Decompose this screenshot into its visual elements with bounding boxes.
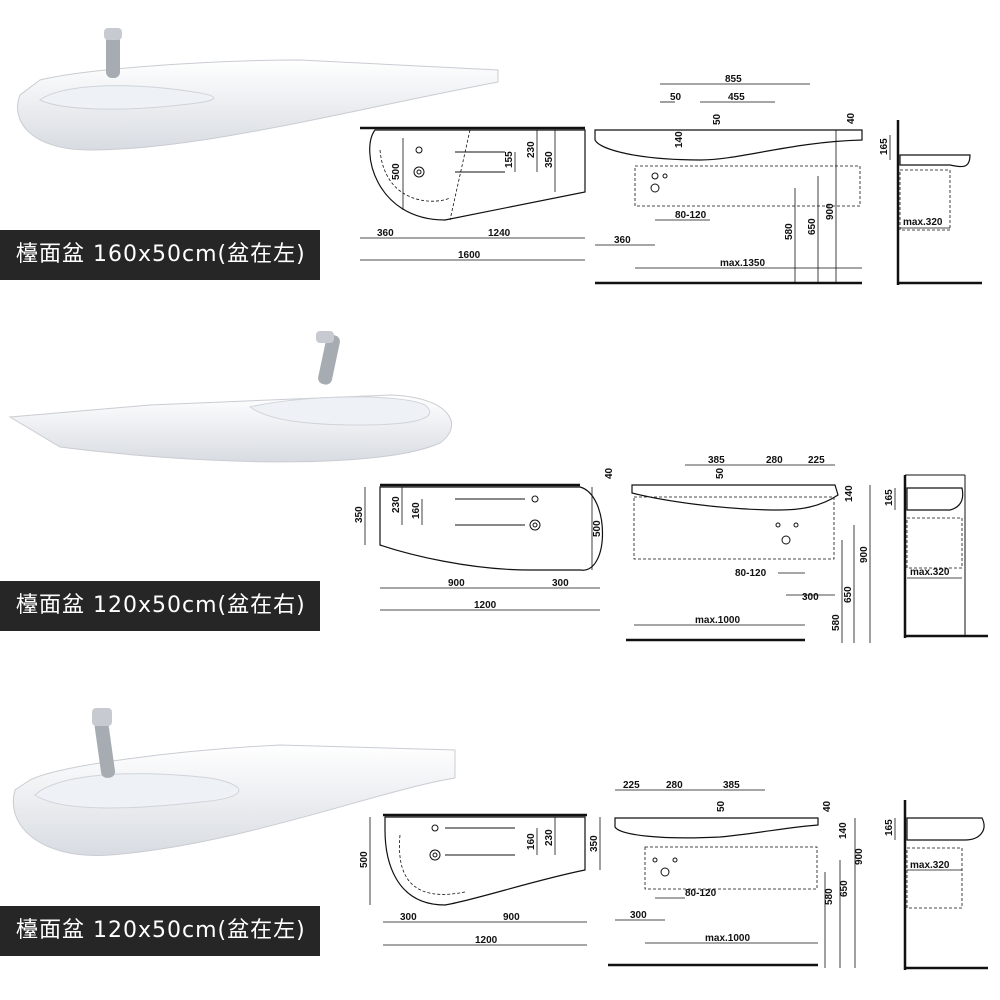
dim-350: 350 <box>354 506 365 523</box>
front-view: 855 50 455 50 140 40 80-120 360 580 650 … <box>594 74 863 285</box>
dim-max1000: max.1000 <box>705 933 750 944</box>
section-120-right: 檯面盆 120x50cm(盆在右) 350 230 160 500 900 30… <box>0 325 1000 645</box>
dim-40: 40 <box>822 800 833 812</box>
dim-165: 165 <box>884 819 895 836</box>
dim-500: 500 <box>592 520 603 537</box>
dim-1240: 1240 <box>488 228 511 239</box>
dim-900: 900 <box>825 203 836 220</box>
section-160-left: 檯面盆 160x50cm(盆在左) 500 155 230 350 360 12… <box>0 0 1000 320</box>
dim-385: 385 <box>723 780 740 791</box>
section-120-left: 檯面盆 120x50cm(盆在左) 500 160 230 350 300 90… <box>0 660 1000 980</box>
dim-1200: 1200 <box>474 600 497 611</box>
dim-650: 650 <box>843 586 854 603</box>
dim-300: 300 <box>802 592 819 603</box>
plan-view: 350 230 160 500 900 300 1200 <box>354 483 604 611</box>
dim-140: 140 <box>838 822 849 839</box>
dim-140: 140 <box>674 131 685 148</box>
dim-max320: max.320 <box>910 567 950 578</box>
dim-80-120: 80-120 <box>675 210 707 221</box>
dim-50: 50 <box>715 467 726 479</box>
dim-650: 650 <box>839 880 850 897</box>
dim-900: 900 <box>854 848 865 865</box>
dim-40: 40 <box>846 112 857 124</box>
dim-max1350: max.1350 <box>720 258 765 269</box>
side-view: 165 max.320 <box>884 800 988 970</box>
dim-360: 360 <box>377 228 394 239</box>
dim-650: 650 <box>807 218 818 235</box>
dim-500: 500 <box>359 851 370 868</box>
dim-280: 280 <box>766 455 783 466</box>
dim-230: 230 <box>544 829 555 846</box>
dim-225: 225 <box>808 455 825 466</box>
dim-385: 385 <box>708 455 725 466</box>
dim-50: 50 <box>716 800 727 812</box>
front-view: 385 280 225 50 140 40 80-120 300 580 650… <box>604 455 871 643</box>
dim-350: 350 <box>544 151 555 168</box>
plan-view: 500 160 230 350 300 900 1200 <box>359 813 601 946</box>
basin-photo <box>12 708 456 856</box>
dim-300: 300 <box>400 912 417 923</box>
dim-50a: 50 <box>670 92 682 103</box>
dim-855: 855 <box>725 74 742 85</box>
dim-165: 165 <box>879 138 890 155</box>
dim-160: 160 <box>526 833 537 850</box>
dim-350: 350 <box>589 835 600 852</box>
dim-max320: max.320 <box>910 860 950 871</box>
dim-165: 165 <box>884 489 895 506</box>
plan-view: 500 155 230 350 360 1240 1600 <box>360 126 586 261</box>
dim-580: 580 <box>824 888 835 905</box>
dim-50b: 50 <box>712 113 723 125</box>
dim-1200: 1200 <box>475 935 498 946</box>
dim-80-120: 80-120 <box>685 888 717 899</box>
dim-900: 900 <box>503 912 520 923</box>
dim-140: 140 <box>844 485 855 502</box>
dim-depth: 500 <box>391 163 402 180</box>
dim-max1000: max.1000 <box>695 615 740 626</box>
dim-280: 280 <box>666 780 683 791</box>
dim-300: 300 <box>630 910 647 921</box>
section-title: 檯面盆 120x50cm(盆在左) <box>0 906 320 956</box>
dim-900: 900 <box>859 546 870 563</box>
dim-160: 160 <box>411 502 422 519</box>
basin-photo <box>8 331 452 463</box>
dim-360: 360 <box>614 235 631 246</box>
side-view: 165 max.320 <box>884 474 988 638</box>
dim-900: 900 <box>448 578 465 589</box>
dim-40: 40 <box>604 467 615 479</box>
side-view: 165 max.320 <box>879 120 982 285</box>
front-view: 225 280 385 50 40 140 80-120 300 580 650… <box>608 780 865 968</box>
dim-80-120: 80-120 <box>735 568 767 579</box>
dim-230: 230 <box>391 496 402 513</box>
basin-photo <box>17 28 499 151</box>
dim-max320: max.320 <box>903 217 943 228</box>
section-title: 檯面盆 120x50cm(盆在右) <box>0 581 320 631</box>
dim-455: 455 <box>728 92 745 103</box>
dim-300: 300 <box>552 578 569 589</box>
section-title: 檯面盆 160x50cm(盆在左) <box>0 230 320 280</box>
dim-580: 580 <box>784 223 795 240</box>
dim-155: 155 <box>504 151 515 168</box>
dim-230: 230 <box>526 141 537 158</box>
dim-580: 580 <box>831 614 842 631</box>
dim-1600: 1600 <box>458 250 481 261</box>
dim-225: 225 <box>623 780 640 791</box>
